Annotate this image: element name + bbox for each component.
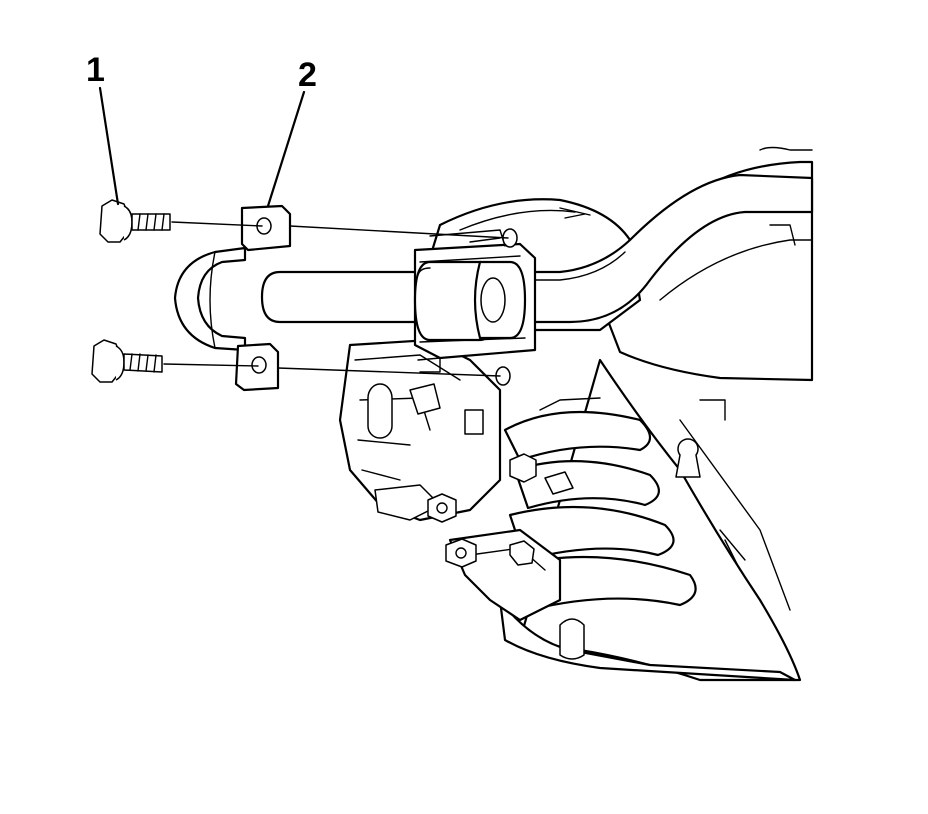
callout-1-number: 1 bbox=[86, 51, 105, 89]
stabilizer-bar-clamp bbox=[173, 204, 292, 392]
stabilizer-bar-insulator bbox=[413, 228, 537, 386]
callout-1: 1 bbox=[86, 51, 120, 206]
stabilizer-bar bbox=[260, 173, 814, 324]
callout-2: 2 bbox=[266, 56, 317, 208]
alignment-lines bbox=[163, 221, 509, 377]
callout-2-number: 2 bbox=[298, 56, 317, 94]
steering-knuckle bbox=[338, 338, 502, 523]
lower-control-arm bbox=[445, 528, 562, 622]
clamp-bolt-upper bbox=[99, 199, 171, 243]
clamp-bolt-lower bbox=[91, 339, 163, 383]
